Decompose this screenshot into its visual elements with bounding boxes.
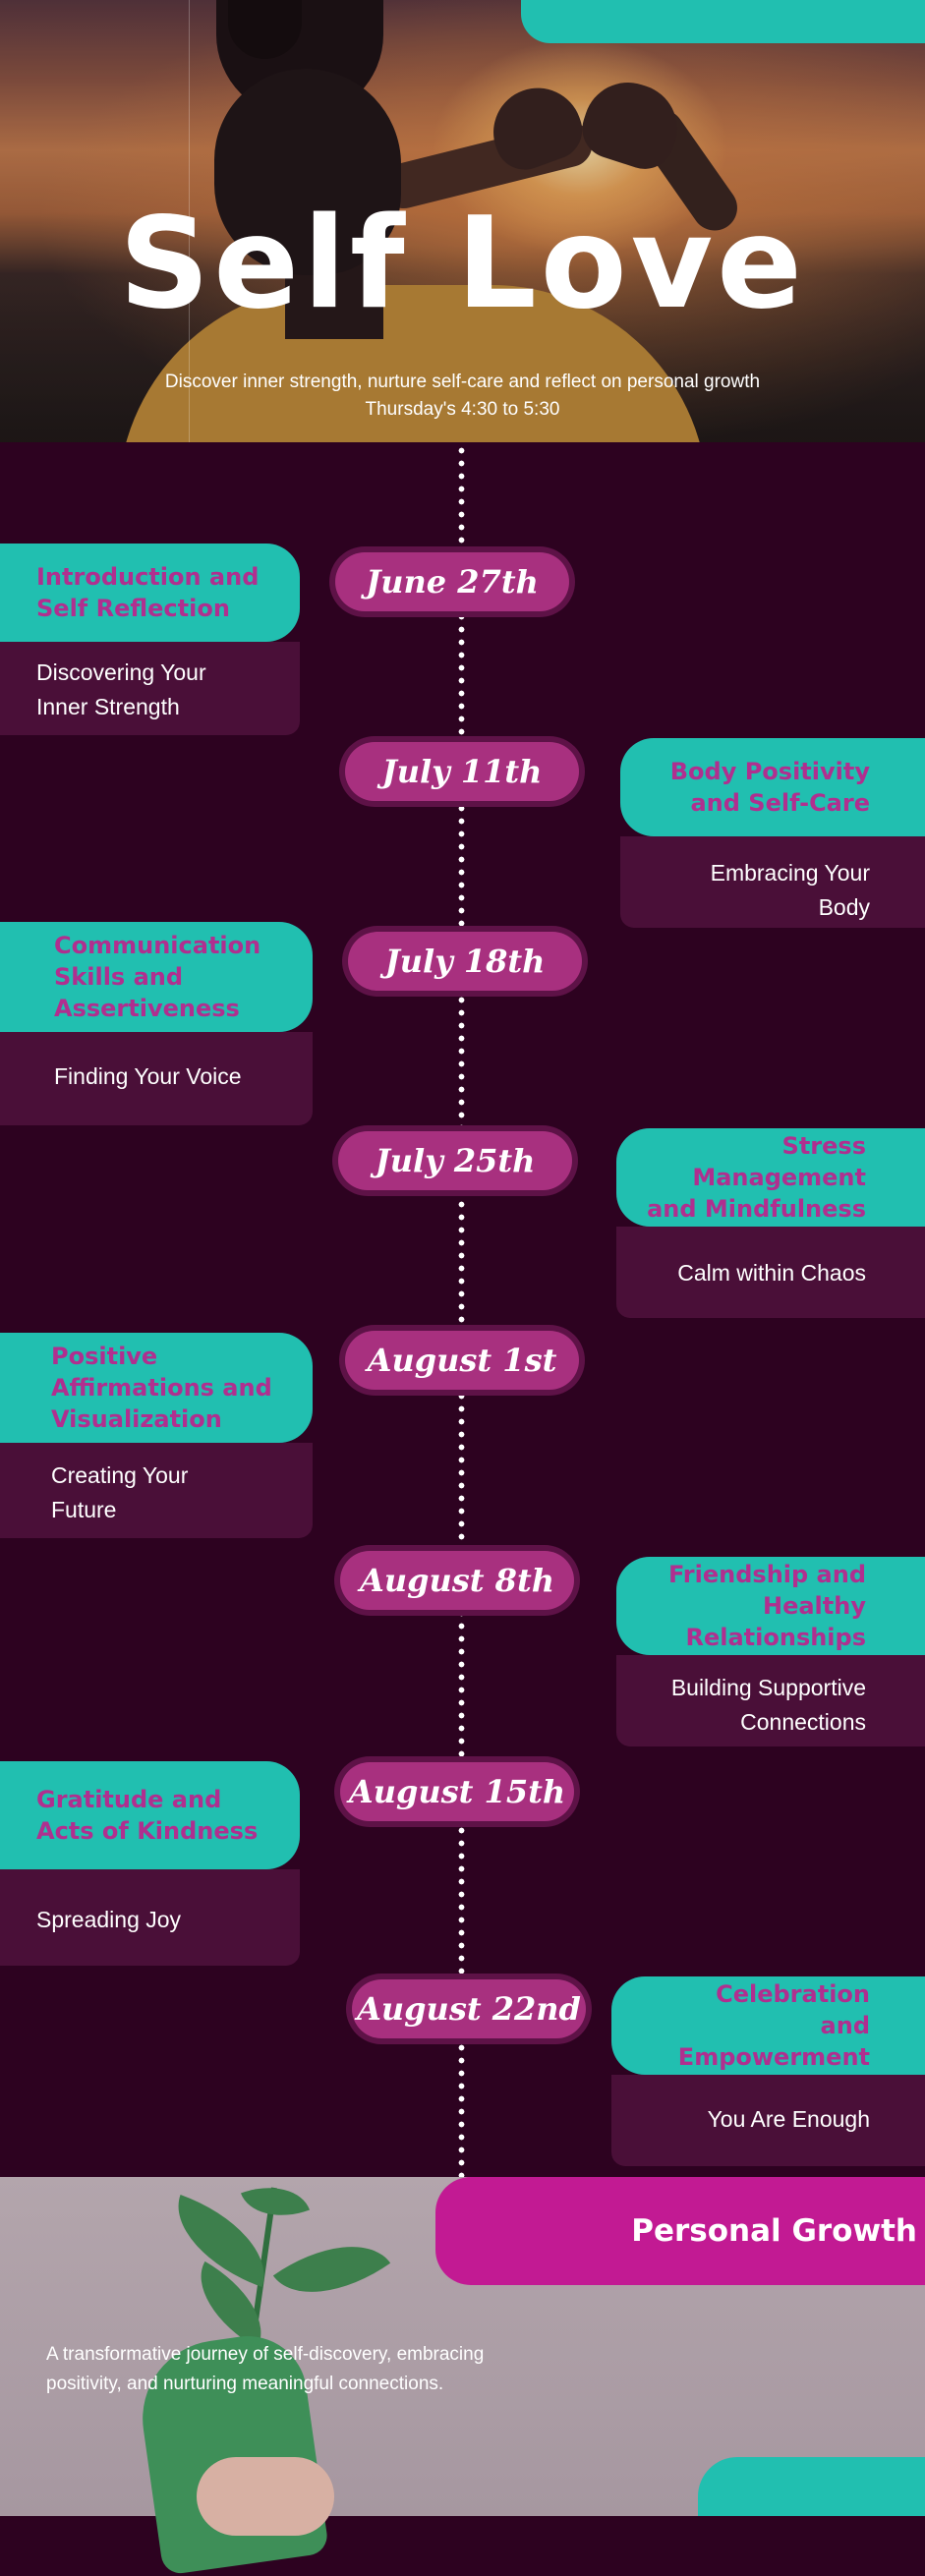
- footer-description-line: positivity, and nurturing meaningful con…: [46, 2374, 444, 2394]
- session-subtitle-line: Creating Your: [51, 1462, 189, 1488]
- date-pill: August 22nd: [346, 1974, 592, 2044]
- session-subtitle-line: Connections: [740, 1709, 866, 1735]
- session-title-line: Skills and: [54, 963, 184, 991]
- hero-hair-bun: [228, 0, 302, 59]
- footer-title-tab: [435, 2177, 925, 2285]
- session-title-line: Positive: [51, 1343, 158, 1370]
- session-title-card: Body Positivity and Self-Care: [620, 738, 925, 836]
- session-subtitle-line: You Are Enough: [707, 2106, 870, 2132]
- session-date: August 15th: [340, 1762, 574, 1821]
- date-pill: July 11th: [339, 736, 585, 807]
- session-date: July 18th: [348, 932, 582, 991]
- schedule-time: Thursday's 4:30 to 5:30: [365, 399, 560, 420]
- session-title-line: Body Positivity: [669, 758, 870, 785]
- date-pill: August 8th: [334, 1545, 580, 1616]
- session-title-line: Gratitude and: [36, 1786, 222, 1813]
- session-subtitle-line: Finding Your Voice: [54, 1063, 242, 1089]
- session-date: August 22nd: [352, 1979, 586, 2038]
- session-subtitle-line: Discovering Your: [36, 659, 206, 685]
- session-date: July 25th: [338, 1131, 572, 1190]
- date-pill: August 1st: [339, 1325, 585, 1396]
- session-subtitle-card: Calm within Chaos: [616, 1227, 925, 1318]
- timeline-dotted-line: [458, 444, 465, 2179]
- session-title-line: Healthy: [763, 1592, 866, 1620]
- session-title: Stress Management and Mindfulness: [616, 1130, 866, 1225]
- session-title-line: Assertiveness: [54, 995, 240, 1022]
- footer-description: A transformative journey of self-discove…: [46, 2340, 557, 2399]
- session-date: August 1st: [345, 1331, 579, 1390]
- session-subtitle-line: Body: [818, 894, 870, 920]
- session-subtitle-line: Embracing Your: [710, 860, 870, 886]
- session-subtitle-line: Inner Strength: [36, 694, 180, 719]
- session-title-line: Celebration: [716, 1980, 870, 2008]
- session-title-line: and Self-Care: [690, 789, 870, 817]
- session-subtitle-card: Finding Your Voice: [0, 1032, 313, 1125]
- session-title-line: Visualization: [51, 1405, 222, 1433]
- hero-divider: [189, 0, 190, 442]
- hero-accent-tab: [521, 0, 925, 43]
- hero-shade: [0, 0, 925, 442]
- session-title-line: Self Reflection: [36, 595, 230, 622]
- hero-head: [214, 69, 401, 275]
- date-pill: June 27th: [329, 546, 575, 617]
- session-title-line: Friendship and: [667, 1561, 866, 1588]
- session-title-line: Stress Management: [692, 1132, 866, 1191]
- session-subtitle-line: Calm within Chaos: [677, 1260, 866, 1286]
- session-subtitle-card: Spreading Joy: [0, 1869, 300, 1966]
- hand-palm: [197, 2457, 334, 2536]
- session-date: August 8th: [340, 1551, 574, 1610]
- session-subtitle-line: Future: [51, 1497, 117, 1522]
- session-title: Body Positivity and Self-Care: [670, 756, 870, 819]
- session-title-line: Relationships: [685, 1624, 866, 1651]
- session-subtitle-line: Building Supportive: [670, 1675, 866, 1700]
- session-date: June 27th: [335, 552, 569, 611]
- footer-accent-corner: [698, 2457, 925, 2516]
- date-pill: July 18th: [342, 926, 588, 997]
- session-title-line: and Mindfulness: [647, 1195, 866, 1223]
- session-title-line: Empowerment: [677, 2043, 870, 2071]
- session-title-line: and: [820, 2012, 870, 2039]
- page-subtitle: Discover inner strength, nurture self-ca…: [164, 372, 761, 392]
- hero-photo: [0, 0, 925, 442]
- session-title-card: Stress Management and Mindfulness: [616, 1128, 925, 1227]
- session-date: July 11th: [345, 742, 579, 801]
- session-title-line: Introduction and: [36, 563, 260, 591]
- session-title-line: Acts of Kindness: [36, 1817, 259, 1845]
- date-pill: July 25th: [332, 1125, 578, 1196]
- session-title-line: Communication: [54, 932, 261, 959]
- footer-title: Personal Growth: [631, 2213, 917, 2249]
- date-pill: August 15th: [334, 1756, 580, 1827]
- session-title-line: Affirmations and: [51, 1374, 272, 1402]
- page-title: Self Love: [119, 191, 806, 337]
- session-subtitle-card: You Are Enough: [611, 2075, 925, 2166]
- session-subtitle-line: Spreading Joy: [36, 1907, 182, 1932]
- footer-description-line: A transformative journey of self-discove…: [46, 2344, 485, 2365]
